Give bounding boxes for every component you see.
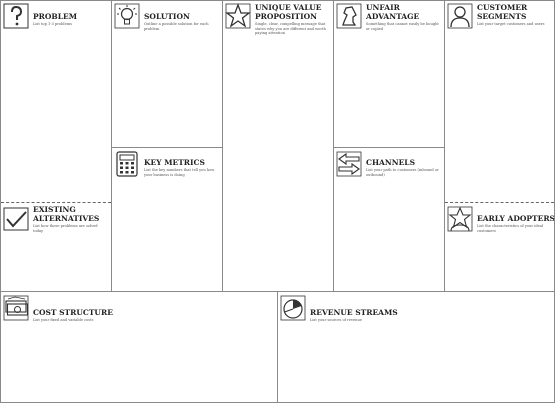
pie-chart-icon	[280, 295, 306, 321]
cost-structure-desc: List your fixed and variable costs	[33, 318, 94, 322]
early-adopters-title: EARLY ADOPTERS	[477, 214, 555, 223]
uvp-title: UNIQUE VALUE PROPOSITION	[255, 3, 333, 21]
star-icon	[225, 3, 251, 29]
channels-section[interactable]: CHANNELS List your path to customers (in…	[333, 147, 445, 292]
star-person-icon	[447, 206, 473, 232]
problem-section[interactable]: PROBLEM List top 1-3 problems EXISTING A…	[0, 0, 112, 292]
existing-alternatives-desc: List how these problems are solved today	[33, 224, 98, 233]
early-adopters-desc: List the characteristics of your ideal c…	[477, 224, 544, 233]
unfair-advantage-desc: Something that cannot easily be bought o…	[366, 22, 439, 31]
person-icon	[447, 3, 473, 29]
lightbulb-icon	[114, 3, 140, 29]
customer-segments-title: CUSTOMER SEGMENTS	[477, 3, 547, 21]
solution-title: SOLUTION	[144, 12, 190, 21]
money-icon	[3, 295, 29, 321]
unfair-advantage-title-text: UNFAIR ADVANTAGE	[366, 3, 420, 21]
customer-segments-desc: List your target customers and users	[477, 22, 545, 26]
key-metrics-desc: List the key numbers that tell you how y…	[144, 168, 215, 177]
unfair-advantage-title: UNFAIR ADVANTAGE	[366, 3, 436, 21]
customer-segments-divider	[445, 202, 554, 203]
channels-desc: List your path to customers (inbound or …	[366, 168, 439, 177]
cost-structure-title: COST STRUCTURE	[33, 308, 113, 317]
checkbox-icon	[3, 206, 29, 232]
solution-section[interactable]: SOLUTION Outline a possible solution for…	[111, 0, 223, 148]
cost-structure-section[interactable]: COST STRUCTURE List your fixed and varia…	[0, 291, 278, 403]
problem-divider	[1, 202, 111, 203]
problem-title: PROBLEM	[33, 12, 78, 21]
unfair-advantage-section[interactable]: UNFAIR ADVANTAGE Something that cannot e…	[333, 0, 445, 148]
chess-knight-icon	[336, 3, 362, 29]
key-metrics-title: KEY METRICS	[144, 158, 205, 167]
revenue-streams-title: REVENUE STREAMS	[310, 308, 398, 317]
problem-desc: List top 1-3 problems	[33, 22, 72, 26]
existing-alternatives-title-text: EXISTING ALTERNATIVES	[33, 205, 100, 223]
uvp-desc: Single, clear, compelling message that s…	[255, 22, 326, 36]
revenue-streams-section[interactable]: REVENUE STREAMS List your sources of rev…	[277, 291, 555, 403]
arrows-icon	[336, 151, 362, 177]
customer-segments-section[interactable]: CUSTOMER SEGMENTS List your target custo…	[444, 0, 555, 292]
uvp-section[interactable]: UNIQUE VALUE PROPOSITION Single, clear, …	[222, 0, 334, 292]
existing-alternatives-title: EXISTING ALTERNATIVES	[33, 205, 103, 223]
solution-desc: Outline a possible solution for each pro…	[144, 22, 209, 31]
revenue-streams-desc: List your sources of revenue	[310, 318, 362, 322]
uvp-title-text: UNIQUE VALUE PROPOSITION	[255, 3, 322, 21]
calculator-icon	[114, 151, 140, 177]
customer-segments-title-text: CUSTOMER SEGMENTS	[477, 3, 528, 21]
question-mark-icon	[3, 3, 29, 29]
channels-title: CHANNELS	[366, 158, 415, 167]
key-metrics-section[interactable]: KEY METRICS List the key numbers that te…	[111, 147, 223, 292]
